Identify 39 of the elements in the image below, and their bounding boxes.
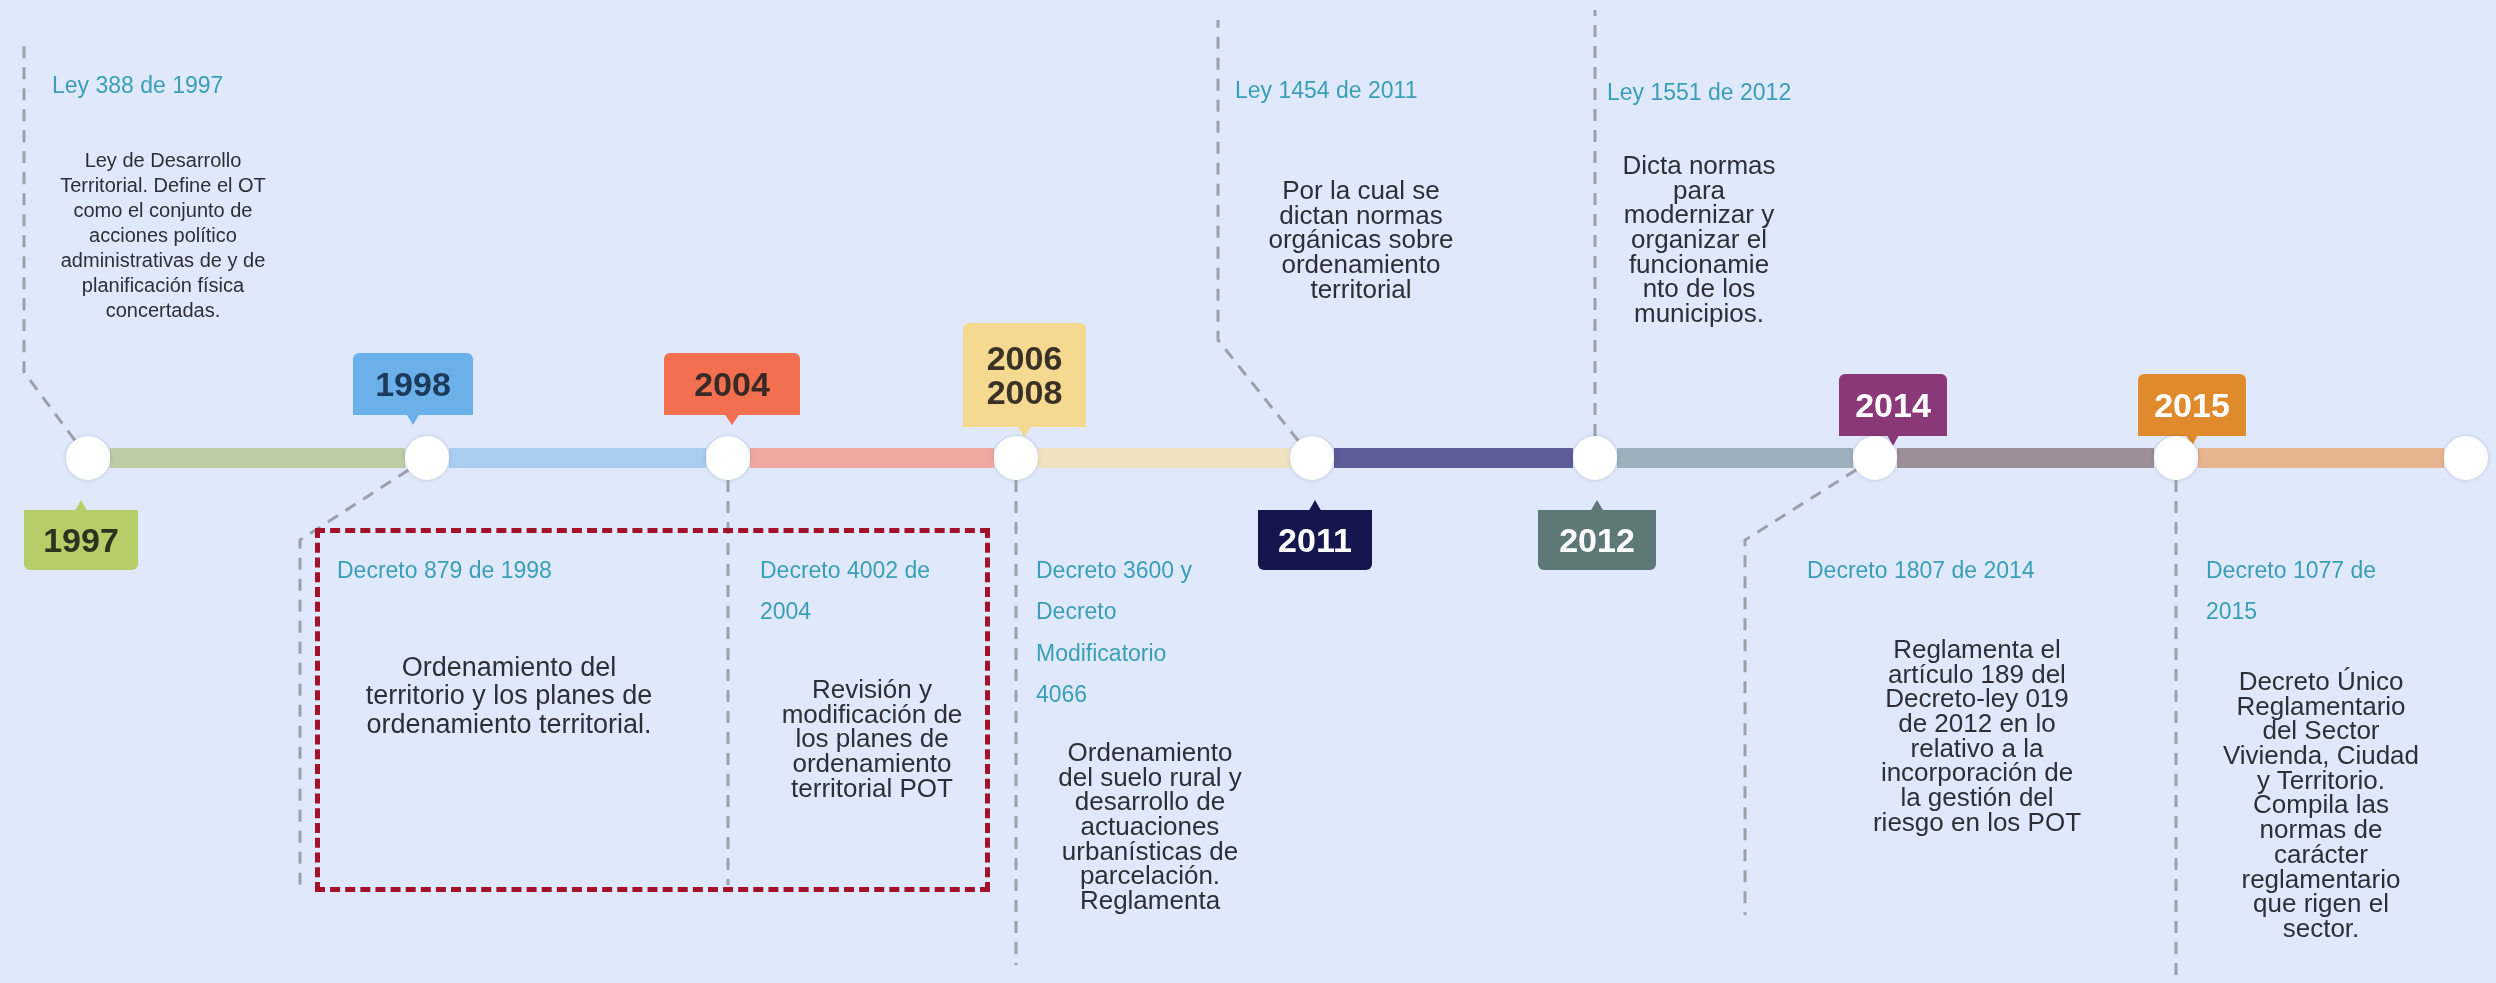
law-title: Decreto 3600 y Decreto Modificatorio 4066 xyxy=(1036,556,1193,710)
law-description: Decreto Único Reglamentario del Sector Vivienda, Ciudad y Territorio. Compila las normas de carácter reglamentario que rigen el sector. xyxy=(2221,669,2421,941)
law-title: Decreto 1807 de 2014 xyxy=(1807,556,2036,585)
law-title: Ley 1454 de 2011 xyxy=(1235,76,1419,105)
timeline-segment xyxy=(1897,448,2154,468)
law-description: Ordenamiento del suelo rural y desarrollo de actuaciones urbanísticas de parcelación. Reglamenta xyxy=(1057,740,1243,913)
highlight-frame xyxy=(315,528,990,892)
law-title: Ley 388 de 1997 xyxy=(52,71,225,100)
leader-line xyxy=(298,468,410,885)
timeline-segment xyxy=(449,448,706,468)
year-badge: 2014 xyxy=(1839,374,1947,446)
year-badge: 2004 xyxy=(664,353,800,425)
leader-line xyxy=(1593,10,1597,436)
law-description: Dicta normas para modernizar y organizar el funcionamie nto de los municipios. xyxy=(1621,153,1777,326)
year-badge: 2012 xyxy=(1538,500,1656,570)
timeline-segment xyxy=(110,448,405,468)
leader-line xyxy=(1216,20,1300,442)
law-title: Ley 1551 de 2012 xyxy=(1607,78,1793,107)
timeline-segment xyxy=(750,448,994,468)
timeline-segment xyxy=(1617,448,1853,468)
law-description: Reglamenta el artículo 189 del Decreto-ley 019 de 2012 en lo relativo a la incorporación de la gestión del riesgo en los POT xyxy=(1871,637,2083,835)
law-description: Revisión y modificación de los planes de ordenamiento territorial POT xyxy=(780,677,964,801)
law-title: Decreto 879 de 1998 xyxy=(337,556,553,585)
law-description: Ordenamiento del territorio y los planes de ordenamiento territorial. xyxy=(364,653,654,739)
law-title: Decreto 1077 de 2015 xyxy=(2206,556,2378,627)
leader-line xyxy=(2174,480,2178,975)
year-badge: 1998 xyxy=(353,353,473,425)
leader-line xyxy=(1743,468,1858,915)
leader-line xyxy=(1014,480,1018,965)
leader-line xyxy=(726,480,730,885)
timeline-segment xyxy=(2198,448,2444,468)
timeline-segment xyxy=(1038,448,1290,468)
year-badge: 2006 2008 xyxy=(963,323,1086,437)
law-description: Ley de Desarrollo Territorial. Define el OT como el conjunto de acciones político administrativas de y de planificación física concertadas. xyxy=(59,148,267,323)
law-title: Decreto 4002 de 2004 xyxy=(760,556,932,627)
law-description: Por la cual se dictan normas orgánicas sobre ordenamiento territorial xyxy=(1267,178,1455,302)
year-badge: 2011 xyxy=(1258,500,1372,570)
timeline-segment xyxy=(1334,448,1573,468)
year-badge: 1997 xyxy=(24,500,138,570)
